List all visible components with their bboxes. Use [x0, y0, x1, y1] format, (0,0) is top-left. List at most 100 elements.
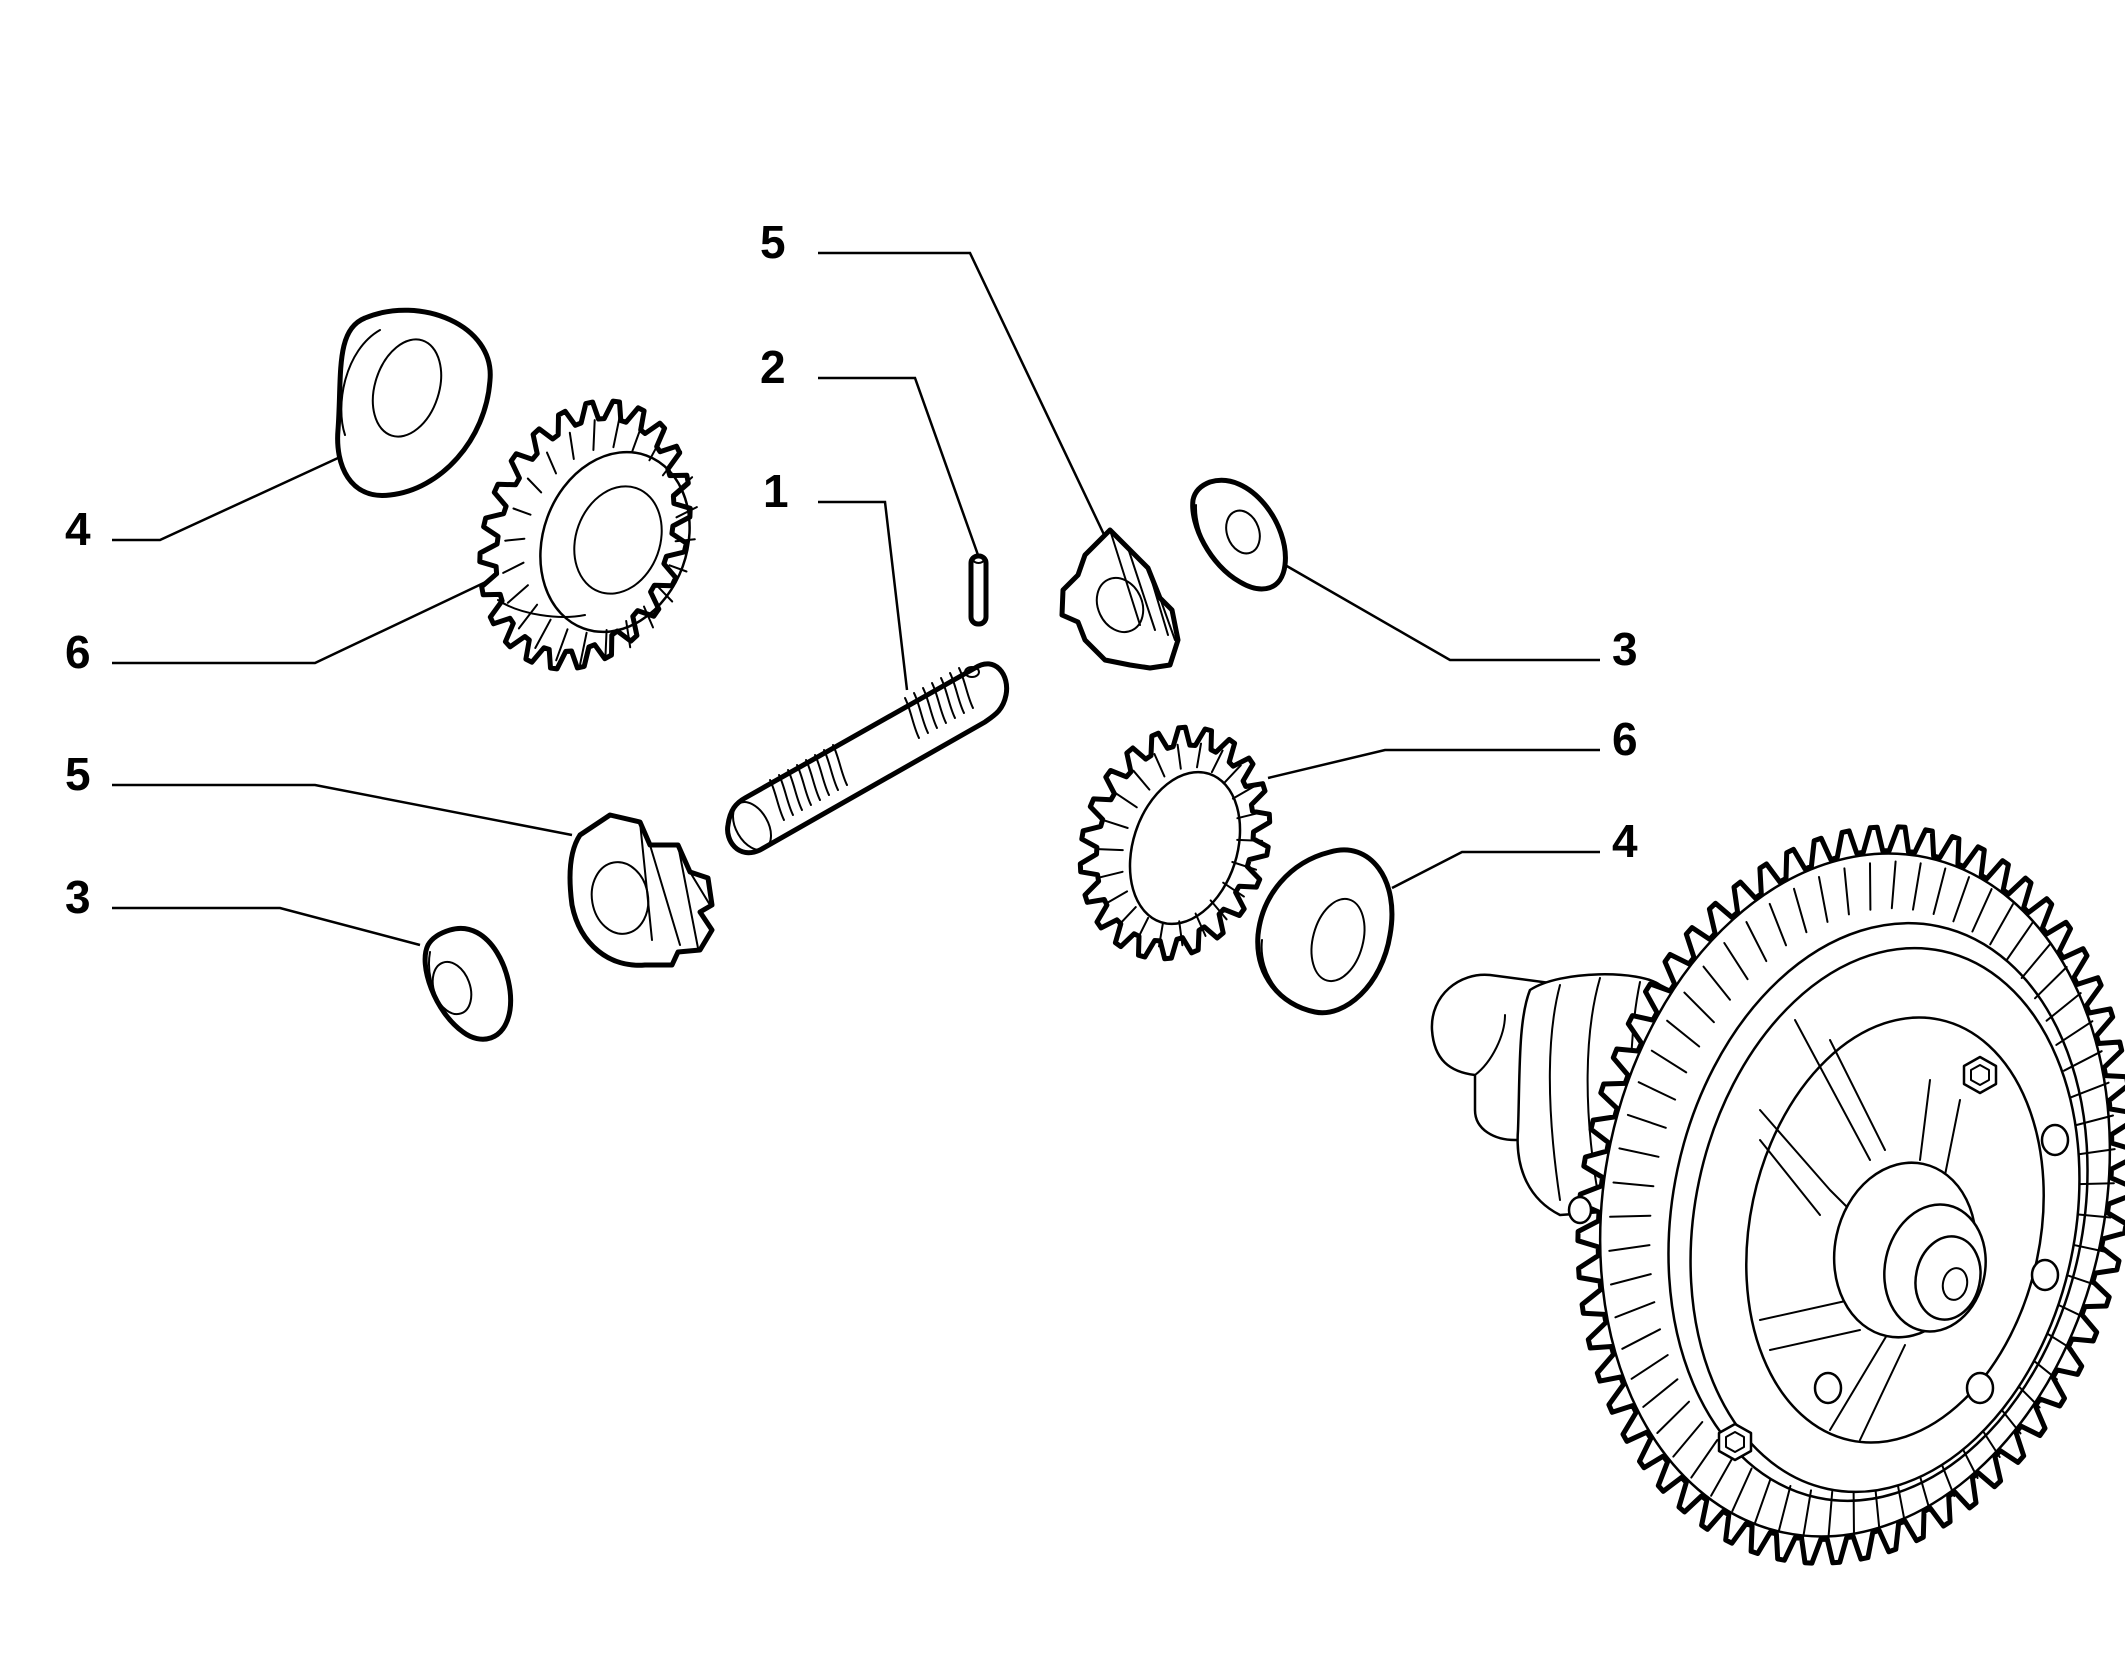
leader-1 [818, 500, 909, 691]
gear-tooth-line [1236, 838, 1264, 842]
gear-tooth-line [657, 586, 674, 603]
gear-tooth-line [579, 631, 588, 666]
gear-tooth-line [1153, 753, 1166, 778]
gear-tooth-line [517, 603, 539, 630]
shaft-thread-line [814, 754, 830, 796]
gear-tooth-line [2072, 1114, 2114, 1127]
shaft-thread-line [931, 682, 947, 724]
gear-tooth-line [1132, 769, 1151, 791]
gear-tooth-line [1097, 870, 1124, 879]
gear-tooth-line [2005, 921, 2034, 961]
pinion-shaft [725, 661, 1010, 855]
leader-5-left [112, 783, 573, 837]
side-gear-right [1077, 724, 1273, 962]
shaft-thread-line [958, 667, 974, 709]
gear-tooth-line [1614, 1301, 1656, 1319]
gear-tooth-line [1231, 785, 1256, 800]
gear-tooth-line [506, 584, 529, 604]
gear-tooth-line [1874, 1484, 1881, 1533]
gear-tooth-line [1231, 861, 1258, 871]
leader-2 [818, 376, 980, 556]
gear-tooth-line [1710, 1454, 1735, 1497]
shaft-thread-line [778, 774, 794, 816]
gear-tooth-line [2063, 1050, 2103, 1072]
gear-tooth-line [1176, 743, 1182, 770]
gear-tooth-line [1793, 887, 1808, 934]
gear-tooth-line [643, 605, 654, 629]
callout-6-left: 6 [65, 626, 91, 678]
shaft-thread-line [949, 672, 965, 714]
leader-6-left [112, 578, 491, 665]
gear-tooth-line [1136, 916, 1150, 941]
gear-tooth-line [1196, 742, 1202, 769]
gear-tooth-line [502, 561, 525, 574]
gear-tooth-line [1731, 1467, 1753, 1512]
gear-tooth-line [1650, 1049, 1688, 1074]
gear-tooth-line [2045, 992, 2082, 1022]
leader-3-left [112, 906, 421, 947]
shaft-thread-line [832, 744, 848, 786]
gear-tooth-line [1802, 1489, 1812, 1538]
gear-tooth-line [1989, 903, 2014, 946]
gear-tooth-line [1618, 1147, 1660, 1158]
gear-tooth-line [2020, 942, 2052, 979]
ring-bolts [1567, 1055, 2070, 1462]
planet-pinion-left [567, 812, 715, 968]
gear-tooth-line [1102, 819, 1129, 829]
small-washer-right [1190, 477, 1288, 592]
gear-tooth-line [534, 618, 552, 649]
leader-3-right [1284, 563, 1600, 662]
gear-tooth-line [671, 476, 694, 496]
gear-tooth-line [648, 431, 666, 462]
thrust-washer-left [335, 307, 493, 498]
gear-tooth-line [668, 564, 688, 573]
gear-tooth-line [1115, 792, 1138, 809]
gear-tooth-line [625, 620, 632, 649]
gear-tooth-line [661, 450, 683, 477]
gear-tooth-line [612, 414, 621, 449]
gear-tooth-line [1827, 1490, 1834, 1540]
gear-tooth-line [1912, 862, 1922, 911]
thrust-washer-right [1255, 847, 1395, 1016]
shaft-thread-line [823, 749, 839, 791]
gear-tooth-line [1621, 1328, 1661, 1350]
shaft-thread-line [769, 779, 785, 821]
gear-tooth-line [2055, 1020, 2094, 1046]
gear-tooth-line [1626, 1113, 1667, 1129]
differential-housing [1430, 824, 2125, 1566]
gear-tooth-line [1683, 991, 1715, 1024]
gear-tooth-line [2073, 1148, 2116, 1156]
shaft-thread-line [787, 769, 803, 811]
gear-tooth-line [1745, 921, 1768, 963]
gear-tooth-line [1223, 764, 1242, 784]
leader-5-top [818, 251, 1110, 544]
roll-pin [968, 553, 989, 627]
gear-tooth-line [604, 629, 608, 661]
gear-tooth-line [1222, 881, 1245, 898]
gear-tooth-line [1818, 876, 1829, 923]
gear-tooth-line [1754, 1477, 1772, 1524]
gear-tooth-line [1690, 1439, 1719, 1479]
gear-tooth-line [526, 477, 543, 494]
gear-tooth-line [2068, 1081, 2110, 1099]
callout-6-right: 6 [1612, 713, 1638, 765]
callout-4-right: 4 [1612, 815, 1638, 867]
gear-tooth-line [1932, 867, 1947, 915]
gear-tooth-line [1610, 1273, 1652, 1286]
gear-tooth-line [555, 628, 569, 662]
gear-tooth-line [1890, 860, 1897, 910]
gear-tooth-line [1609, 1214, 1652, 1218]
leader-lines [112, 251, 1600, 947]
planet-pinion-right [1059, 527, 1181, 671]
gear-tooth-line [504, 537, 526, 542]
callout-4-left: 4 [65, 503, 91, 555]
gear-tooth-line [1178, 920, 1184, 947]
gear-tooth-line [1612, 1181, 1655, 1188]
gear-tooth-line [1209, 899, 1228, 921]
gear-tooth-line [1637, 1081, 1677, 1101]
gear-tooth-line [592, 419, 596, 451]
shaft-thread-line [904, 697, 920, 739]
callout-5-top: 5 [760, 216, 786, 268]
side-gear-left [477, 398, 698, 672]
